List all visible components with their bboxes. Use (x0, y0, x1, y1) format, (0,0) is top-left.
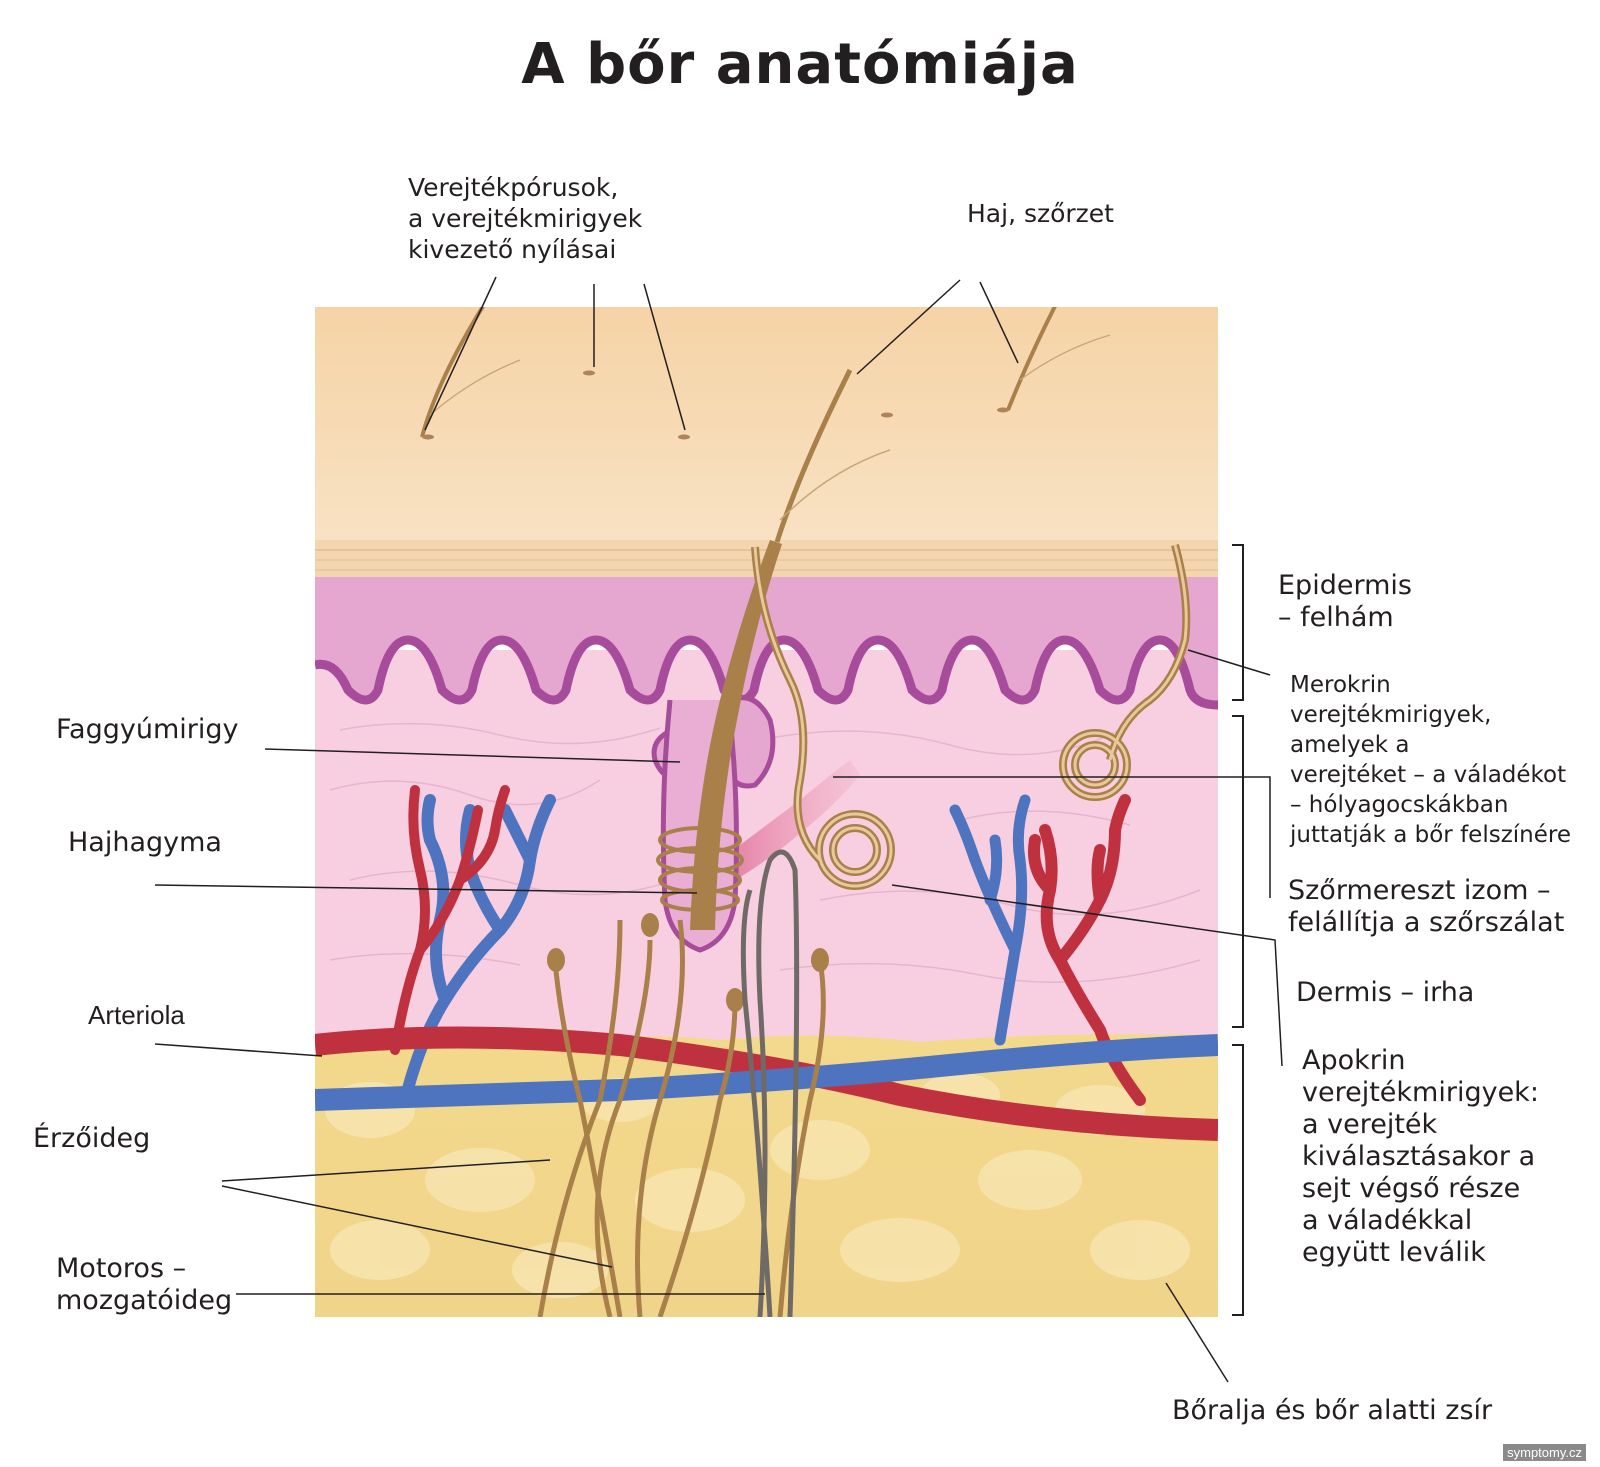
label-line: mozgatóideg (56, 1285, 233, 1316)
label-motor-nerve: Motoros – mozgatóideg (56, 1253, 232, 1317)
label-line: kiválasztásakor a (1302, 1141, 1536, 1172)
surface-hairs (420, 307, 1057, 438)
epidermis-edge (315, 635, 1218, 710)
label-subcutis: Bőralja és bőr alatti zsír (1172, 1395, 1493, 1426)
label-arteriole: Arteriola (88, 1000, 185, 1030)
stratum-corneum (315, 307, 1218, 577)
sensory-nerves (537, 919, 826, 1317)
main-vein (315, 1034, 1218, 1111)
motor-nerve (740, 849, 800, 1317)
arteriole (315, 1026, 1218, 1141)
label-sebaceous-gland: Faggyúmirigy (56, 714, 239, 745)
label-line: verejtékmirigyek: (1302, 1077, 1539, 1108)
label-line: a váladékkal (1302, 1205, 1473, 1236)
label-line: kivezető nyílásai (408, 235, 617, 264)
label-hair: Haj, szőrzet (967, 199, 1114, 228)
epidermis-layer (315, 577, 1218, 705)
label-line: juttatják a bőr felszínére (1290, 822, 1571, 848)
label-line: – felhám (1278, 602, 1394, 633)
page-title: A bőr anatómiája (521, 32, 1079, 97)
label-line: a verejtékmirigyek (408, 204, 643, 233)
watermark: symptomy.cz (1503, 1444, 1586, 1461)
right-vein-tree (949, 794, 1031, 1046)
label-epidermis: Epidermis – felhám (1278, 570, 1412, 634)
label-merocrine: Merokrin verejtékmirigyek, amelyek a ver… (1290, 670, 1571, 850)
label-arrector-pili: Szőrmereszt izom – felállítja a szőrszál… (1288, 875, 1564, 939)
hair-shaft (690, 540, 782, 930)
label-dermis: Dermis – irha (1296, 977, 1475, 1008)
arrector-pili-muscle (720, 760, 860, 880)
sweat-pores (422, 370, 1009, 440)
label-line: sejt végső része (1302, 1173, 1521, 1204)
label-line: Apokrin (1302, 1045, 1406, 1076)
label-line: verejtékmirigyek, (1290, 702, 1492, 728)
label-line: Szőrmereszt izom – (1288, 875, 1551, 906)
label-line: felállítja a szőrszálat (1288, 907, 1565, 938)
leader-lines (154, 276, 1283, 1383)
label-line: együtt leválik (1302, 1237, 1486, 1268)
label-line: Epidermis (1278, 570, 1412, 601)
label-line: a verejték (1302, 1109, 1438, 1140)
label-sensory-nerve: Érzőideg (33, 1123, 151, 1154)
label-line: Verejtékpórusok, (408, 173, 619, 202)
label-apocrine: Apokrin verejtékmirigyek: a verejték kiv… (1302, 1045, 1539, 1269)
label-hair-bulb: Hajhagyma (68, 827, 222, 858)
layer-brackets (1232, 544, 1244, 1316)
label-sweat-pores: Verejtékpórusok, a verejtékmirigyek kive… (408, 172, 642, 265)
label-line: verejtéket – a váladékot (1290, 762, 1567, 788)
label-line: Merokrin (1290, 672, 1391, 698)
label-line: amelyek a (1290, 732, 1410, 758)
label-line: Motoros – (56, 1253, 187, 1284)
label-line: – hólyagocskákban (1290, 792, 1509, 818)
